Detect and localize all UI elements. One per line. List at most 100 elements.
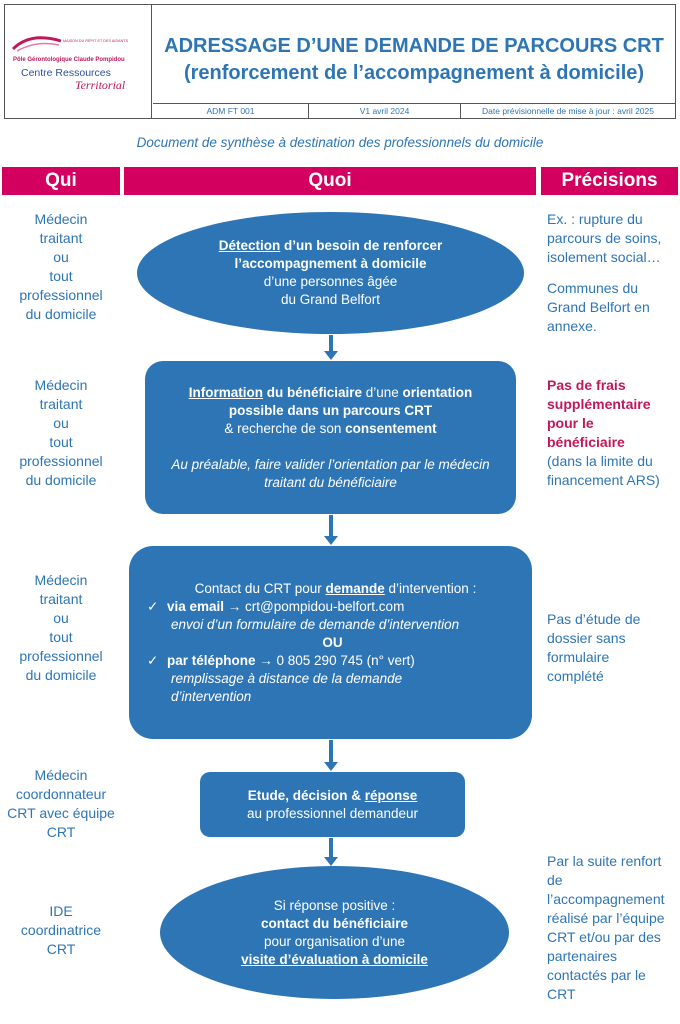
logo-territorial-text: Territorial bbox=[75, 78, 126, 92]
page-title: ADRESSAGE D’UNE DEMANDE DE PARCOURS CRT … bbox=[153, 33, 675, 87]
email-note: envoi d’un formulaire de demande d’inter… bbox=[171, 616, 460, 632]
detection-text-4: du Grand Belfort bbox=[280, 292, 381, 307]
detection-text: d’un besoin de renforcer bbox=[280, 238, 443, 253]
step-contact-crt: Contact du CRT pour demande d’interventi… bbox=[129, 546, 532, 739]
precision-highlight: pour le bbox=[547, 415, 594, 431]
detection-keyword: Détection bbox=[218, 238, 281, 253]
email-label: via email bbox=[167, 598, 225, 614]
qui-step-4: Médecin coordonnateur CRT avec équipe CR… bbox=[0, 766, 122, 842]
check-icon: ✓ bbox=[147, 598, 159, 614]
qui-line: professionnel bbox=[19, 648, 103, 664]
qui-line: Médecin bbox=[34, 211, 88, 227]
qui-line: IDE bbox=[49, 903, 73, 919]
information-note: Au préalable, faire valider l’orientatio… bbox=[171, 456, 490, 490]
contact-beneficiaire: contact du bénéficiaire bbox=[260, 915, 409, 931]
contact-text: Contact du CRT pour bbox=[194, 580, 326, 596]
precision-step-2: Pas de frais supplémentaire pour le béné… bbox=[547, 376, 678, 490]
doc-update-date: Date prévisionnelle de mise à jour : avr… bbox=[482, 106, 654, 116]
information-text-3: possible dans un parcours CRT bbox=[228, 402, 433, 418]
precision-line: parcours de soins, bbox=[547, 230, 662, 246]
phone-number: → 0 805 290 745 (n° vert) bbox=[255, 652, 415, 668]
title-line-1: ADRESSAGE D’UNE DEMANDE DE PARCOURS CRT bbox=[164, 35, 664, 57]
doc-reference: ADM FT 001 bbox=[153, 104, 309, 118]
swoosh-icon bbox=[11, 36, 62, 52]
logo-cell: MAISON DU RÉPIT ET DES AIDANTS Pôle Géro… bbox=[5, 5, 152, 118]
subtitle: Document de synthèse à destination des p… bbox=[136, 135, 544, 150]
flow-arrow-4 bbox=[324, 838, 338, 866]
qui-step-2: Médecin traitant ou tout professionnel d… bbox=[0, 376, 122, 490]
check-icon: ✓ bbox=[147, 652, 159, 668]
qui-line: du domicile bbox=[25, 472, 97, 488]
logo-centre-text: Centre Ressources bbox=[21, 67, 111, 79]
precision-highlight: bénéficiaire bbox=[547, 434, 625, 450]
precision-line: Pas d’étude de bbox=[547, 611, 641, 627]
precision-line: CRT et/ou par des bbox=[547, 929, 661, 945]
precision-line: réalisé par l’équipe bbox=[547, 910, 665, 926]
precision-line: dossier sans bbox=[547, 630, 626, 646]
precision-line: contactés par le bbox=[547, 967, 646, 983]
precision-line: Par la suite renfort bbox=[547, 853, 662, 869]
detection-text-2: l’accompagnement à domicile bbox=[234, 256, 427, 271]
information-text-2: d’une bbox=[361, 384, 403, 400]
precision-line: financement ARS) bbox=[547, 472, 660, 488]
qui-step-5: IDE coordinatrice CRT bbox=[0, 902, 122, 959]
crt-logo: MAISON DU RÉPIT ET DES AIDANTS Pôle Géro… bbox=[11, 33, 145, 95]
step-etude-decision: Etude, décision & réponse au professionn… bbox=[200, 772, 465, 837]
qui-line: Médecin bbox=[34, 572, 88, 588]
qui-line: coordinatrice bbox=[20, 922, 102, 938]
column-header-quoi: Quoi bbox=[124, 167, 536, 195]
information-text-4: & recherche de son bbox=[224, 420, 346, 436]
phone-label: par téléphone bbox=[167, 652, 256, 668]
precision-step-3: Pas d’étude de dossier sans formulaire c… bbox=[547, 610, 678, 686]
detection-text-3: d’une personnes âgée bbox=[263, 274, 398, 289]
phone-note-2: d’intervention bbox=[171, 688, 252, 704]
visite-text-2: pour organisation d’une bbox=[263, 933, 406, 949]
precision-line: Ex. : rupture du bbox=[547, 211, 643, 227]
demande-keyword: demande bbox=[325, 580, 385, 596]
phone-note: remplissage à distance de la demande bbox=[171, 670, 403, 686]
information-text: du bénéficiaire bbox=[262, 384, 362, 400]
precision-line: Grand Belfort en bbox=[547, 299, 650, 315]
precision-line: annexe. bbox=[547, 318, 597, 334]
qui-line: traitant bbox=[39, 591, 83, 607]
qui-line: du domicile bbox=[25, 306, 97, 322]
logo-pole-text: Pôle Gérontologique Claude Pompidou bbox=[13, 57, 125, 63]
qui-line: professionnel bbox=[19, 453, 103, 469]
ou-separator: OU bbox=[322, 634, 343, 650]
title-line-2: (renforcement de l’accompagnement à domi… bbox=[183, 62, 645, 84]
qui-line: tout bbox=[49, 629, 73, 645]
precision-line: partenaires bbox=[547, 948, 618, 964]
etude-text-2: au professionnel demandeur bbox=[246, 805, 419, 821]
qui-line: traitant bbox=[39, 230, 83, 246]
precision-step-1b: Communes du Grand Belfort en annexe. bbox=[547, 279, 678, 336]
reponse-keyword: réponse bbox=[364, 787, 418, 803]
orientation-keyword: orientation bbox=[402, 384, 473, 400]
precision-step-1a: Ex. : rupture du parcours de soins, isol… bbox=[547, 210, 678, 267]
qui-line: CRT bbox=[46, 941, 76, 957]
qui-line: professionnel bbox=[19, 287, 103, 303]
precision-highlight: supplémentaire bbox=[547, 396, 651, 412]
logo-top-text: MAISON DU RÉPIT ET DES AIDANTS bbox=[63, 39, 129, 43]
precision-line: CRT bbox=[547, 986, 576, 1002]
visite-keyword: visite d’évaluation à domicile bbox=[241, 951, 428, 967]
visite-text: Si réponse positive : bbox=[273, 897, 396, 913]
qui-line: tout bbox=[49, 268, 73, 284]
column-header-precisions: Précisions bbox=[541, 167, 678, 195]
precision-step-5: Par la suite renfort de l’accompagnement… bbox=[547, 852, 678, 1004]
etude-text: Etude, décision & bbox=[247, 787, 365, 803]
step-information: Information du bénéficiaire d’une orient… bbox=[145, 361, 516, 514]
title-cell: ADRESSAGE D’UNE DEMANDE DE PARCOURS CRT … bbox=[153, 5, 675, 104]
meta-row: ADM FT 001 V1 avril 2024 Date prévisionn… bbox=[153, 103, 675, 118]
consentement-keyword: consentement bbox=[345, 420, 437, 436]
qui-line: ou bbox=[53, 249, 69, 265]
precision-line: isolement social… bbox=[547, 249, 661, 265]
qui-line: ou bbox=[53, 415, 69, 431]
qui-line: ou bbox=[53, 610, 69, 626]
information-keyword: Information bbox=[188, 384, 263, 400]
email-address: → crt@pompidou-belfort.com bbox=[224, 598, 405, 614]
qui-line: Médecin bbox=[34, 767, 88, 783]
qui-line: tout bbox=[49, 434, 73, 450]
qui-line: du domicile bbox=[25, 667, 97, 683]
precision-highlight: Pas de frais bbox=[547, 377, 626, 393]
precision-line: (dans la limite du bbox=[547, 453, 653, 469]
